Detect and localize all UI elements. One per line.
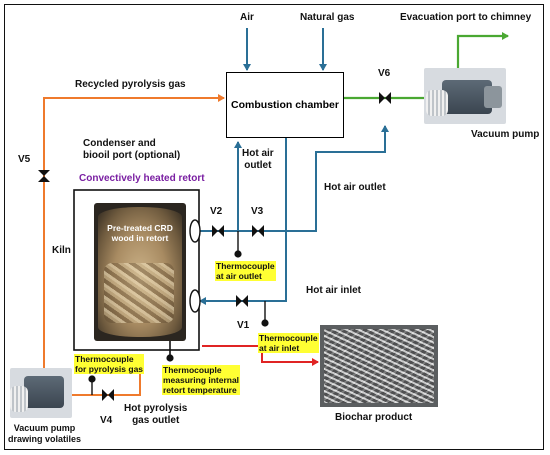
vacuum-pump-label: Vacuum pump <box>471 129 540 140</box>
recycled-gas-line <box>43 94 225 395</box>
valve-v1 <box>236 295 248 307</box>
thermocouple-air-inlet <box>261 319 269 327</box>
hot-air-outlet-right-label: Hot air outlet <box>324 182 386 193</box>
hot-air-outlet-line <box>198 125 389 232</box>
v6-label: V6 <box>378 68 391 79</box>
v2-label: V2 <box>210 206 223 217</box>
hot-air-outlet-top-label: Hot air outlet <box>242 148 274 171</box>
v1-label: V1 <box>237 320 250 331</box>
hot-air-inlet-line <box>199 138 287 305</box>
retort-photo: Pre-treated CRD wood in retort <box>94 203 186 341</box>
retort-port-bottom <box>189 289 201 313</box>
chimney-line <box>456 32 509 70</box>
valve-v3 <box>252 225 264 237</box>
v5-label: V5 <box>18 154 31 165</box>
retort-title: Convectively heated retort <box>79 173 205 184</box>
valve-v4 <box>102 389 114 401</box>
valve-v2 <box>212 225 224 237</box>
tc-pyrolysis-label: Thermocouple for pyrolysis gas <box>74 354 145 374</box>
recycled-gas-label: Recycled pyrolysis gas <box>75 79 186 90</box>
vacuum-pump-volatiles-image <box>10 368 72 418</box>
thermocouple-pyrolysis <box>88 375 96 383</box>
vacuum-pump-volatiles-label: Vacuum pump drawing volatiles <box>8 423 82 444</box>
condenser-label: Condenser and biooil port (optional) <box>83 138 181 161</box>
v4-label: V4 <box>100 415 113 426</box>
air-label: Air <box>240 12 254 23</box>
v3-label: V3 <box>251 206 264 217</box>
valve-v5 <box>38 170 50 182</box>
valve-v6 <box>379 92 391 104</box>
tc-air-inlet-label: Thermocouple at air inlet <box>258 333 319 353</box>
thermocouple-air-outlet <box>234 250 242 258</box>
vacuum-pump-image <box>424 68 506 124</box>
combustion-chamber-label: Combustion chamber <box>231 99 339 111</box>
hot-pyrolysis-outlet-label: Hot pyrolysis gas outlet <box>124 403 188 426</box>
biochar-label: Biochar product <box>335 412 413 423</box>
biochar-image <box>320 325 438 407</box>
natural-gas-label: Natural gas <box>300 12 355 23</box>
biochar-line <box>202 345 319 366</box>
evacuation-label: Evacuation port to chimney <box>400 12 532 23</box>
retort-photo-label: Pre-treated CRD wood in retort <box>107 223 173 243</box>
retort-port-top <box>189 219 201 243</box>
tc-internal-label: Thermocouple measuring internal retort t… <box>162 365 241 395</box>
combustion-chamber-box: Combustion chamber <box>226 72 344 138</box>
kiln-label: Kiln <box>52 245 71 256</box>
hot-air-inlet-label: Hot air inlet <box>306 285 362 296</box>
tc-air-outlet-label: Thermocouple at air outlet <box>215 261 276 281</box>
